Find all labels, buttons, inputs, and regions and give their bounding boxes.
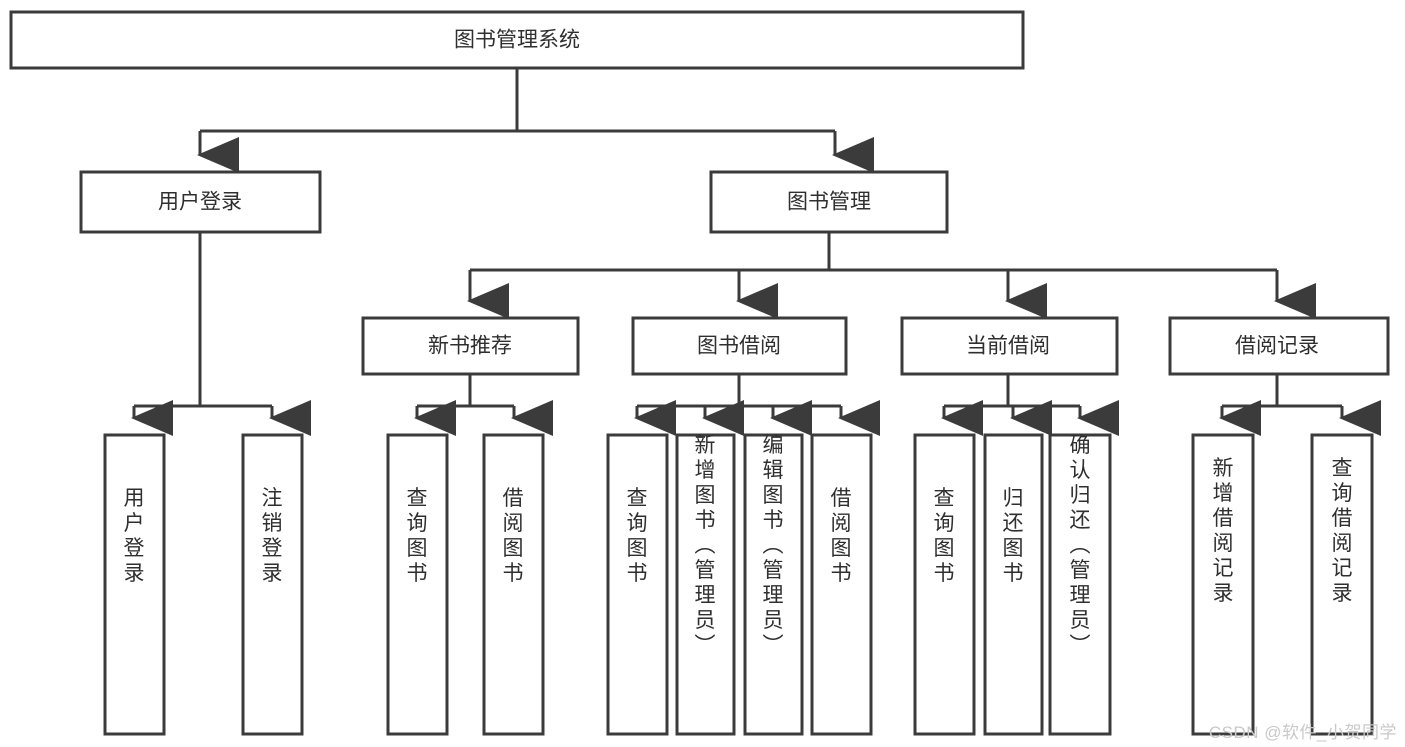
leaf-node-label: 用户登录 — [124, 487, 145, 585]
leaf-node-label: 借阅图书 — [503, 487, 524, 585]
node-borrow-record[interactable]: 借阅记录 — [1168, 316, 1390, 376]
node-user-login-label: 用户登录 — [158, 191, 242, 214]
leaf-node[interactable]: 查询图书 — [386, 433, 449, 736]
node-book-management-label: 图书管理 — [787, 191, 871, 214]
leaf-node-box[interactable] — [103, 433, 166, 736]
node-borrow-record-label: 借阅记录 — [1235, 335, 1319, 358]
leaf-node[interactable]: 注销登录 — [241, 433, 304, 736]
leaf-node[interactable]: 借阅图书 — [810, 433, 873, 736]
leaf-node-box[interactable] — [241, 433, 304, 736]
leaf-node[interactable]: 用户登录 — [103, 433, 166, 736]
leaf-node[interactable]: 确认归还︵管理员︶ — [1048, 433, 1112, 736]
node-root-system[interactable]: 图书管理系统 — [9, 10, 1025, 70]
leaf-node[interactable]: 新增图书︵管理员︶ — [675, 433, 736, 736]
node-book-borrow-box[interactable] — [631, 316, 848, 376]
leaf-node-box[interactable] — [983, 433, 1044, 736]
connector-root-to-level2 — [197, 68, 874, 173]
leaf-node-label: 新增图书︵管理员︶ — [695, 434, 716, 657]
node-new-book-recommend-box[interactable] — [361, 316, 580, 376]
leaf-node-label: 查询借阅记录 — [1332, 457, 1353, 605]
leaf-node-box[interactable] — [386, 433, 449, 736]
node-current-borrow-box[interactable] — [900, 316, 1119, 376]
connector-current-borrow-to-leaves — [941, 374, 1119, 436]
leaf-node[interactable]: 新增借阅记录 — [1191, 433, 1255, 736]
node-book-management[interactable]: 图书管理 — [709, 170, 949, 234]
leaf-node-box[interactable] — [913, 433, 976, 736]
leaf-node[interactable]: 查询图书 — [606, 433, 669, 736]
leaf-node-label: 确认归还︵管理员︶ — [1070, 434, 1091, 657]
leaf-node-box[interactable] — [675, 433, 736, 736]
leaf-node-label: 新增借阅记录 — [1213, 457, 1234, 605]
leaf-node[interactable]: 编辑图书︵管理员︶ — [743, 433, 804, 736]
leaf-node-label: 借阅图书 — [831, 487, 852, 585]
csdn-watermark: CSDN @软件_小贺同学 — [1208, 723, 1397, 742]
node-new-book-recommend[interactable]: 新书推荐 — [361, 316, 580, 376]
node-user-login-box[interactable] — [79, 170, 322, 234]
connector-borrow-record-to-leaves — [1219, 374, 1381, 436]
leaf-node[interactable]: 查询借阅记录 — [1310, 433, 1374, 736]
leaf-node[interactable]: 查询图书 — [913, 433, 976, 736]
connector-new-book-to-leaves — [414, 374, 553, 436]
leaf-node-label: 编辑图书︵管理员︶ — [763, 434, 784, 657]
leaf-node-label: 查询图书 — [627, 487, 648, 585]
leaf-node-box[interactable] — [482, 433, 545, 736]
leaf-node-box[interactable] — [1191, 433, 1255, 736]
leaf-node-box[interactable] — [743, 433, 804, 736]
connector-book-management-to-level3 — [467, 232, 1316, 319]
leaf-node-box[interactable] — [810, 433, 873, 736]
connector-book-borrow-to-leaves — [634, 374, 880, 436]
leaf-node-label: 注销登录 — [262, 487, 283, 585]
node-current-borrow-label: 当前借阅 — [966, 335, 1050, 358]
node-current-borrow[interactable]: 当前借阅 — [900, 316, 1119, 376]
leaf-node-box[interactable] — [606, 433, 669, 736]
leaf-node-label: 查询图书 — [407, 487, 428, 585]
node-new-book-recommend-label: 新书推荐 — [428, 335, 512, 358]
leaf-node[interactable]: 归还图书 — [983, 433, 1044, 736]
leaf-node-box[interactable] — [1310, 433, 1374, 736]
node-root-box[interactable] — [9, 10, 1025, 70]
node-user-login[interactable]: 用户登录 — [79, 170, 322, 234]
node-root-label: 图书管理系统 — [454, 29, 580, 52]
node-book-borrow[interactable]: 图书借阅 — [631, 316, 848, 376]
node-borrow-record-box[interactable] — [1168, 316, 1390, 376]
connector-user-login-to-leaves — [131, 232, 311, 436]
leaf-node-label: 查询图书 — [934, 487, 955, 585]
node-book-borrow-label: 图书借阅 — [697, 335, 781, 358]
node-book-management-box[interactable] — [709, 170, 949, 234]
leaf-node[interactable]: 借阅图书 — [482, 433, 545, 736]
leaf-node-box[interactable] — [1048, 433, 1112, 736]
leaf-node-label: 归还图书 — [1003, 487, 1024, 585]
